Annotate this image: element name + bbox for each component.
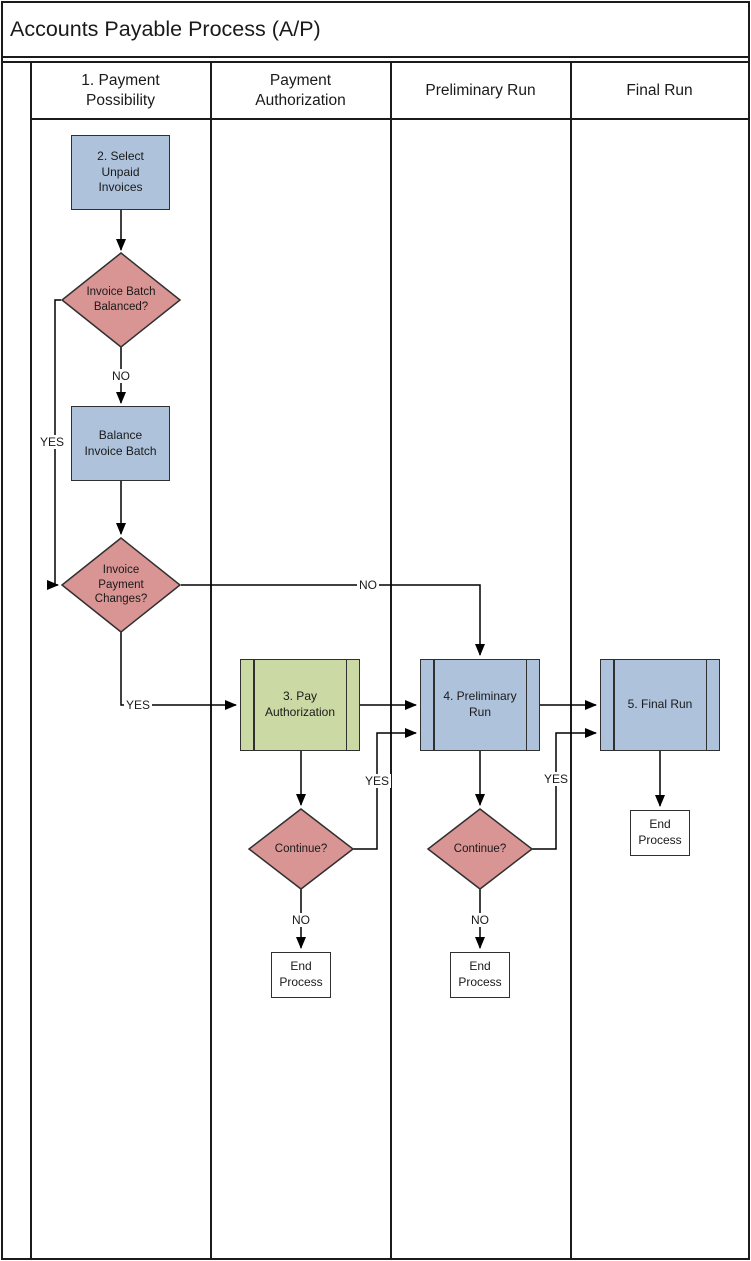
band-top-line bbox=[1, 61, 750, 63]
subprocess-bar-left bbox=[433, 660, 435, 750]
edge-label-continue1-no: NO bbox=[290, 913, 312, 927]
diagram-title: Accounts Payable Process (A/P) bbox=[10, 17, 321, 41]
decision-diamond-continue-final bbox=[426, 808, 534, 890]
node-label: End Process bbox=[458, 959, 502, 989]
edge-label-continue2-yes: YES bbox=[541, 772, 571, 786]
node-end-process-1: End Process bbox=[271, 952, 331, 998]
lane-header-payment-authorization: Payment Authorization bbox=[255, 72, 346, 109]
lane-header-preliminary-run: Preliminary Run bbox=[425, 81, 536, 99]
node-pay-authorization: 3. Pay Authorization bbox=[240, 659, 360, 751]
decision-diamond-batch-balanced bbox=[60, 252, 182, 348]
connector-continue2-yes bbox=[532, 728, 597, 850]
lane-divider-3 bbox=[570, 61, 572, 1258]
subprocess-bar-right bbox=[525, 660, 527, 750]
edge-label-changes-yes: YES bbox=[123, 698, 153, 712]
edge-label-continue1-yes: YES bbox=[362, 774, 392, 788]
node-label: Balance Invoice Batch bbox=[84, 427, 157, 458]
subprocess-bar-left bbox=[613, 660, 615, 750]
decision-diamond-continue-preliminary bbox=[247, 808, 355, 890]
edge-label-continue2-no: NO bbox=[469, 913, 491, 927]
lane-divider-1 bbox=[210, 61, 212, 1258]
edge-label-changes-no: NO bbox=[357, 578, 379, 592]
connector-changes-no bbox=[181, 584, 485, 656]
decision-diamond-payment-changes bbox=[60, 537, 182, 633]
node-label: 2. Select Unpaid Invoices bbox=[97, 149, 144, 195]
title-separator bbox=[1, 56, 750, 58]
lane-header-final-run: Final Run bbox=[626, 81, 693, 99]
edge-label-batch-yes: YES bbox=[37, 435, 67, 449]
subprocess-bar-left bbox=[253, 660, 255, 750]
edge-label-batch-no: NO bbox=[110, 369, 132, 383]
subprocess-bar-right bbox=[705, 660, 707, 750]
node-label: End Process bbox=[638, 817, 682, 847]
node-label: 4. Preliminary Run bbox=[443, 689, 517, 719]
node-balance-invoice-batch: Balance Invoice Batch bbox=[71, 406, 170, 481]
header-bottom-line bbox=[30, 118, 749, 120]
node-label: 5. Final Run bbox=[627, 697, 693, 712]
node-label: End Process bbox=[279, 959, 323, 989]
subprocess-bar-right bbox=[345, 660, 347, 750]
node-end-process-3: End Process bbox=[630, 810, 690, 856]
lane-divider-2 bbox=[390, 61, 392, 1258]
node-label: 3. Pay Authorization bbox=[264, 689, 336, 719]
phase-strip-divider bbox=[30, 61, 32, 1258]
node-end-process-2: End Process bbox=[450, 952, 510, 998]
node-select-unpaid-invoices: 2. Select Unpaid Invoices bbox=[71, 135, 170, 210]
lane-header-payment-possibility: 1. Payment Possibility bbox=[81, 72, 160, 109]
node-preliminary-run: 4. Preliminary Run bbox=[420, 659, 540, 751]
connector-continue1-yes bbox=[353, 728, 417, 850]
node-final-run: 5. Final Run bbox=[600, 659, 720, 751]
connector-changes-yes bbox=[120, 632, 237, 710]
